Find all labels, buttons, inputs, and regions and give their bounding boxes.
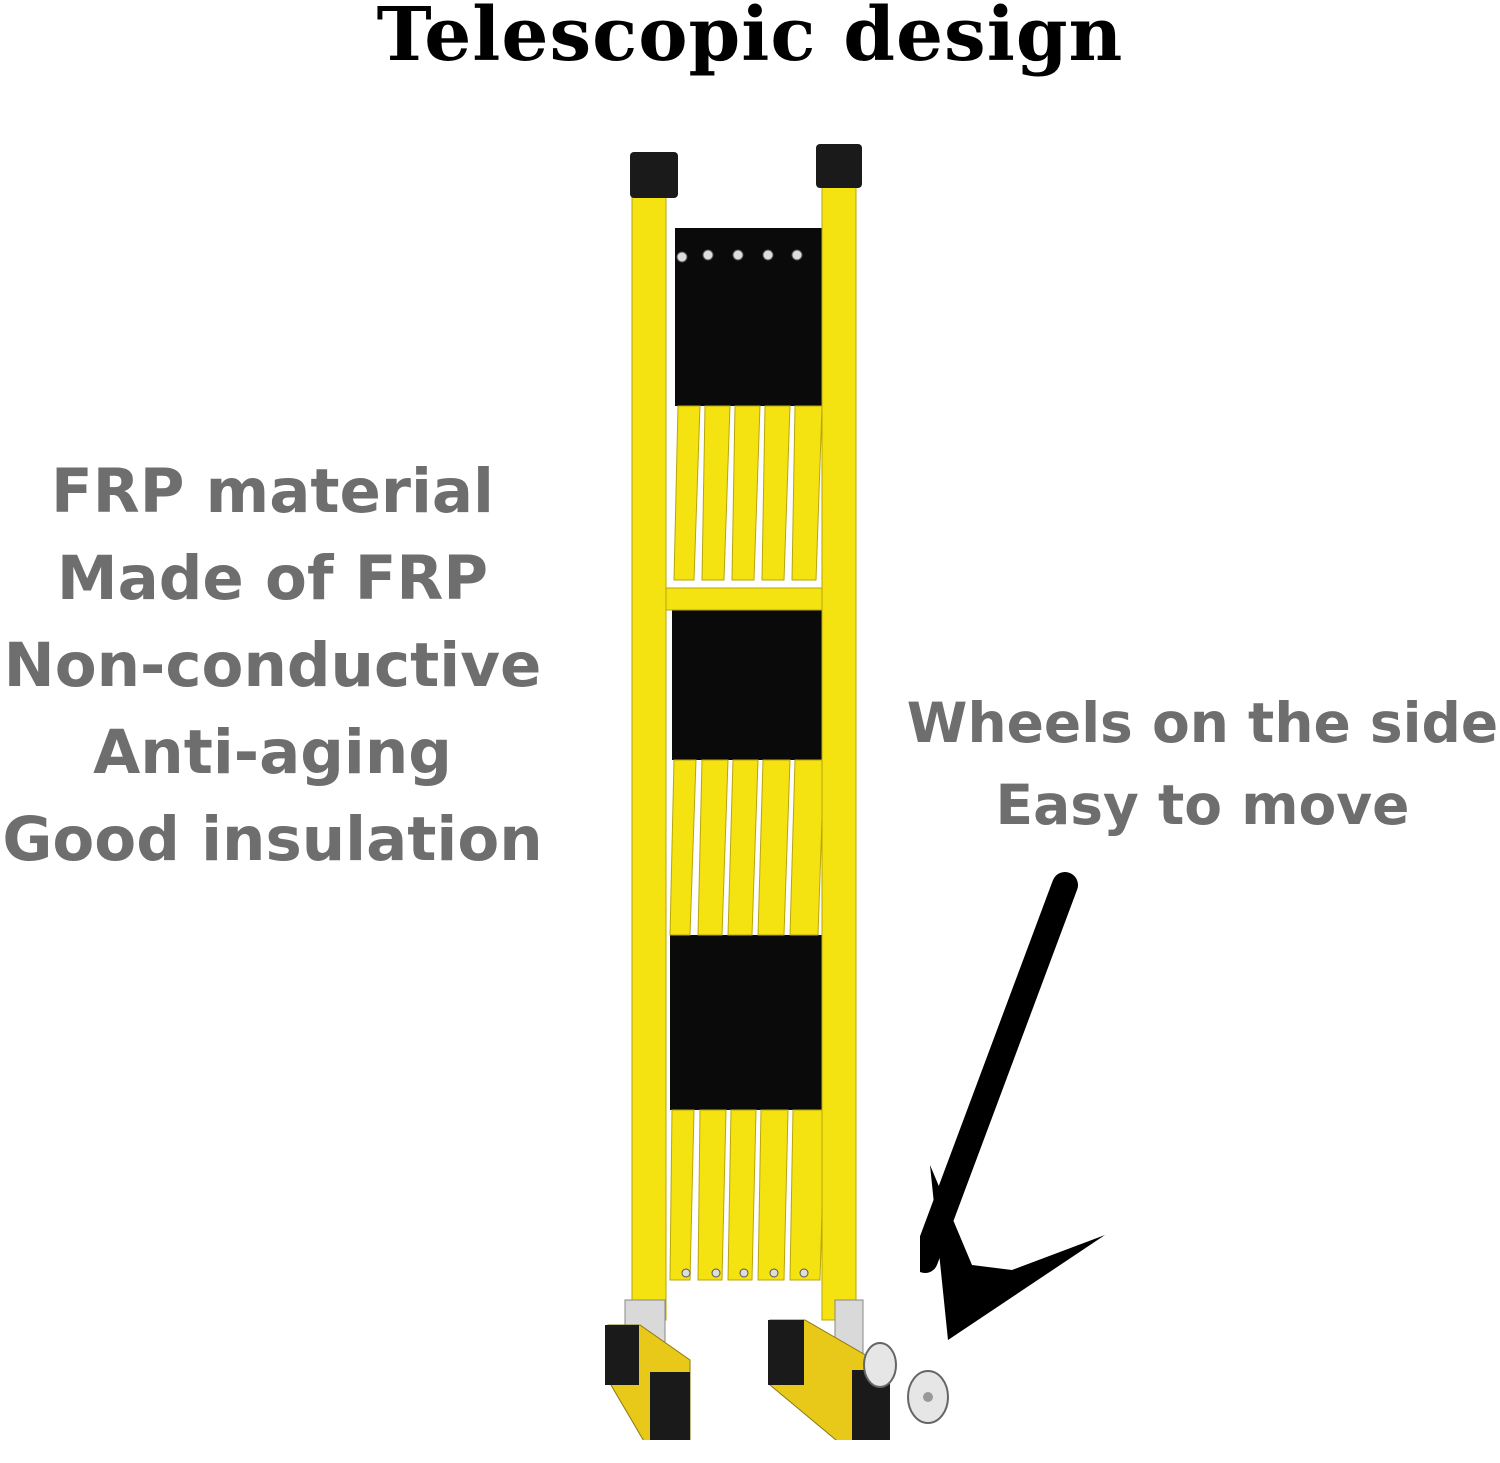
page-title: Telescopic design (376, 0, 1124, 78)
black-panel (670, 935, 825, 1110)
foot-cap (650, 1372, 690, 1440)
wheel-hub (923, 1392, 933, 1402)
wheels-note: Wheels on the side Easy to move (905, 682, 1500, 846)
feature-item: FRP material (51, 456, 494, 527)
black-panel (672, 610, 824, 760)
post-cap (630, 152, 678, 198)
telescopic-barrier-image (605, 144, 890, 1440)
foot-cap (605, 1325, 639, 1385)
feature-item: Made of FRP (56, 543, 489, 614)
rivets (676, 249, 809, 1278)
feature-item: Non-conductive (3, 630, 542, 701)
wheel (863, 1342, 897, 1388)
feature-list: FRP material Made of FRP Non-conductive … (0, 448, 545, 883)
side-wheels (863, 1342, 949, 1424)
wheels-note-line: Easy to move (995, 773, 1410, 837)
cross-bar (651, 587, 851, 611)
feature-item: Anti-aging (93, 717, 452, 788)
foot-cap (768, 1320, 804, 1385)
post-cap (816, 144, 862, 188)
left-post (631, 179, 667, 1321)
right-post (821, 179, 857, 1321)
wheels-note-line: Wheels on the side (906, 691, 1499, 755)
arrow-down-left-icon (920, 872, 1105, 1340)
yellow-slats (669, 405, 826, 1281)
feature-item: Good insulation (2, 804, 543, 875)
